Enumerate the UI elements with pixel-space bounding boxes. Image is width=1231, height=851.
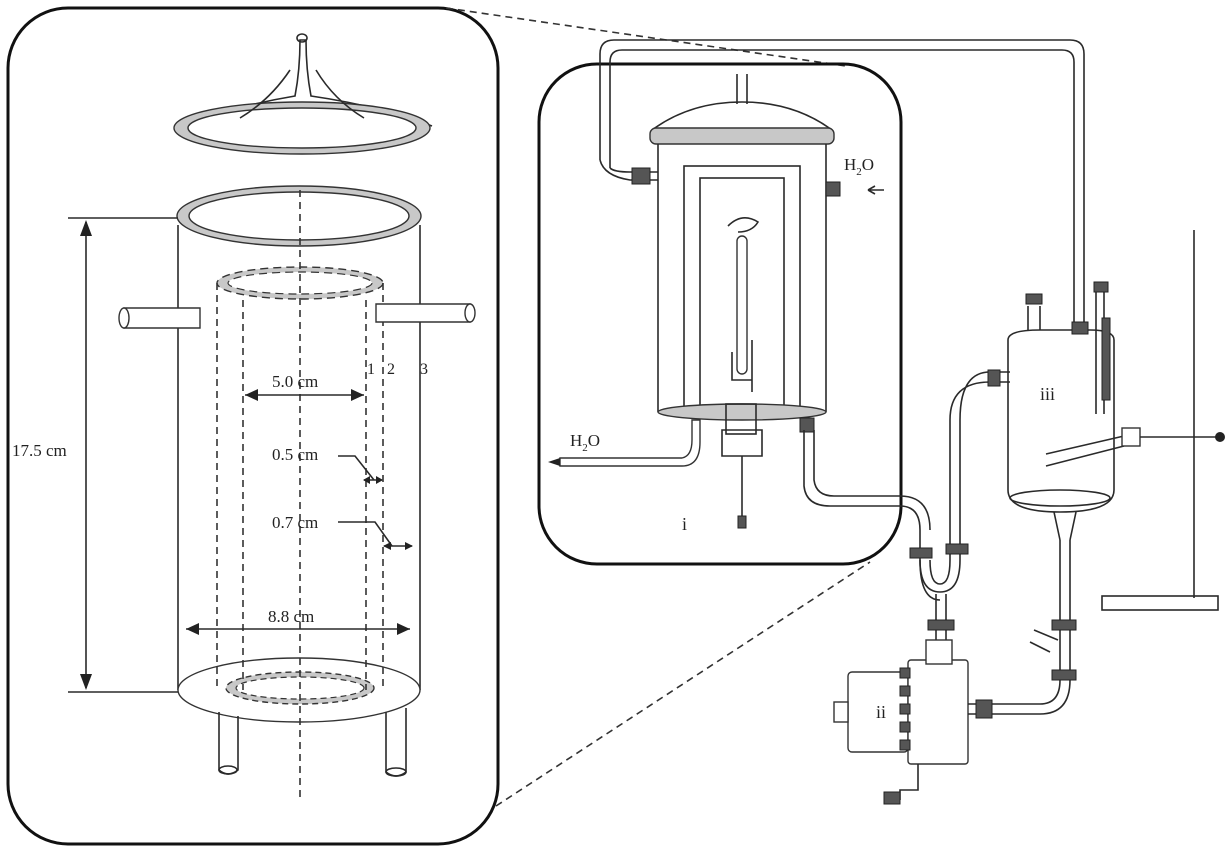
dim-outer-diameter: [186, 623, 410, 635]
pump-ii: [833, 540, 1077, 805]
label-water-in: H2O: [844, 155, 874, 178]
label-outer-diameter: 8.8 cm: [268, 607, 314, 626]
label-part-i: i: [682, 514, 687, 534]
label-layer-1: 1: [367, 361, 375, 378]
label-gap-1: 0.5 cm: [272, 445, 318, 464]
label-gap-2: 0.7 cm: [272, 513, 318, 532]
label-part-ii: ii: [876, 702, 886, 722]
inner-dashed-cylinders: [216, 190, 384, 800]
reactor-outer-body: [176, 185, 422, 723]
dim-gap-1: [338, 455, 383, 484]
inset-frame-i: [537, 62, 903, 566]
label-layer-2: 2: [387, 361, 395, 378]
arrow-water-in: [867, 185, 884, 195]
label-height: 17.5 cm: [12, 441, 67, 460]
dim-height: [68, 217, 178, 693]
water-ports-left: [118, 303, 476, 329]
label-layer-3: 3: [420, 361, 428, 378]
reactor-lid: [173, 33, 433, 155]
reactor-legs: [218, 708, 407, 777]
return-loop-pipe: [599, 39, 1085, 322]
zoom-line-bottom: [495, 561, 871, 807]
inlet-port-right: [825, 181, 841, 197]
label-part-iii: iii: [1040, 384, 1055, 404]
retort-stand: [1045, 230, 1225, 611]
label-inner-diameter: 5.0 cm: [272, 372, 318, 391]
inset-reactor-i: [649, 74, 835, 529]
water-outlet-pipe: [548, 419, 701, 467]
left-detail-frame: [6, 6, 500, 846]
dim-inner-diameter: [245, 389, 364, 401]
feed-pipe: [799, 369, 1010, 640]
dim-gap-2: [338, 521, 413, 550]
zoom-line-top: [445, 7, 847, 67]
vessel-iii: [1007, 281, 1115, 541]
label-water-out: H2O: [570, 431, 600, 454]
